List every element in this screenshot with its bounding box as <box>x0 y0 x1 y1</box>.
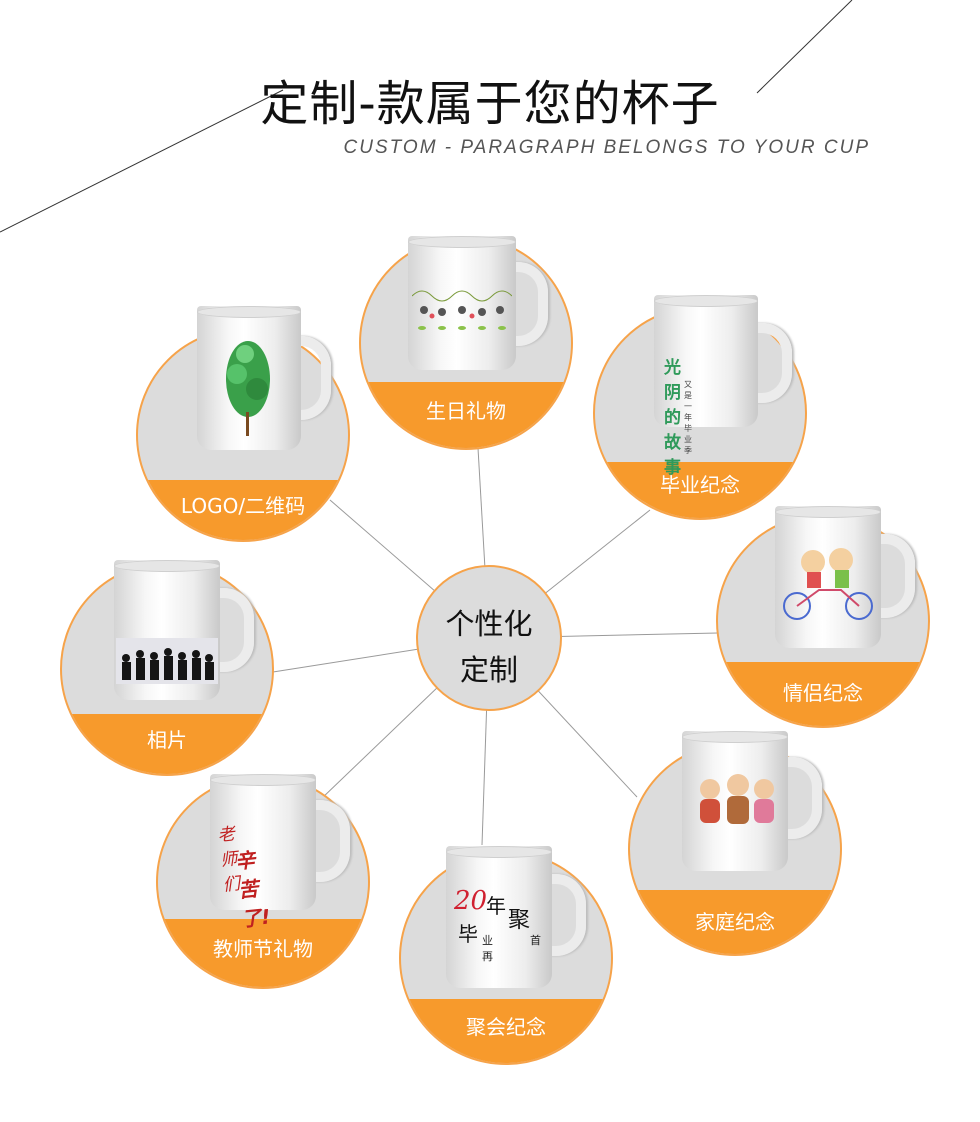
category-label: LOGO/二维码 <box>138 480 348 540</box>
category-label: 毕业纪念 <box>595 462 805 518</box>
category-label: 教师节礼物 <box>158 919 368 987</box>
graduation-sub-text: 又是一年毕业季 <box>684 380 692 455</box>
reunion-small-1: 业再 <box>482 934 493 963</box>
page-subtitle: CUSTOM - PARAGRAPH BELONGS TO YOUR CUP <box>343 137 870 158</box>
reunion-number: 20 <box>454 886 488 916</box>
page-title: 定制-款属于您的杯子 <box>260 76 720 132</box>
decorative-lines <box>0 0 853 233</box>
center-line-2: 定制 <box>459 653 518 687</box>
family-dolls-print <box>700 774 774 824</box>
category-label: 相片 <box>62 714 272 774</box>
category-label: 情侣纪念 <box>718 662 928 726</box>
tree-print <box>226 341 270 436</box>
center-hub: 个性化 定制 <box>416 565 562 711</box>
category-label: 生日礼物 <box>361 382 571 448</box>
birthday-pattern-print <box>412 290 512 330</box>
couple-bicycle-print <box>783 548 873 620</box>
group-photo-print <box>116 638 218 684</box>
center-line-1: 个性化 <box>445 607 533 641</box>
category-label: 家庭纪念 <box>630 890 840 954</box>
reunion-gather: 聚 <box>508 908 531 933</box>
reunion-small-2: 首 <box>530 934 541 947</box>
graduation-main-text: 光阴的故事 <box>664 358 681 478</box>
reunion-grad: 毕 <box>458 922 478 946</box>
reunion-year: 年 <box>486 894 506 918</box>
category-label: 聚会纪念 <box>401 999 611 1063</box>
